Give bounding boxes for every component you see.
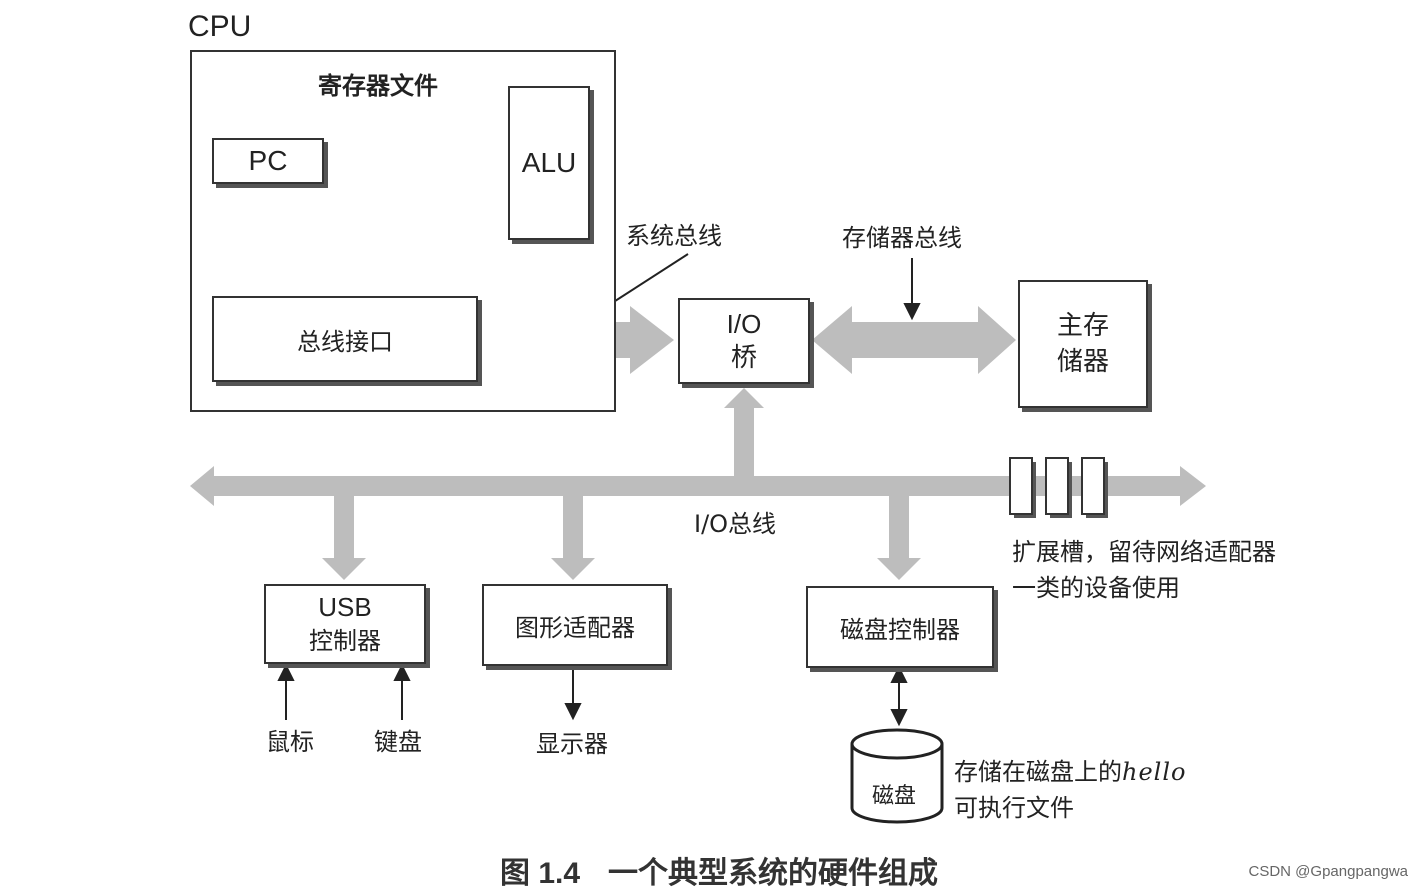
usb-controller-box: USB 控制器 <box>264 584 426 664</box>
io-bus-line <box>190 466 1206 506</box>
io-bridge-line1: I/O <box>726 309 762 339</box>
keyboard-label: 键盘 <box>374 728 422 756</box>
figure-number: 图 1.4 <box>500 857 581 890</box>
memory-bus-arrow <box>812 306 1016 374</box>
io-bridge-line2: 桥 <box>730 343 757 373</box>
expansion-note: 扩展槽，留待网络适配器 一类的设备使用 <box>1012 534 1276 606</box>
expansion-slots <box>1009 457 1108 518</box>
hello-note-line1: 存储在磁盘上的hello <box>954 754 1186 790</box>
graphics-adapter-label: 图形适配器 <box>515 613 635 642</box>
disk-controller-label: 磁盘控制器 <box>840 615 960 644</box>
disk-drop-arrow <box>877 496 921 580</box>
expansion-note-line2: 一类的设备使用 <box>1012 574 1180 602</box>
hello-note-line2: 可执行文件 <box>954 794 1074 822</box>
mouse-label: 鼠标 <box>266 728 314 756</box>
cpu-title: CPU <box>188 10 252 43</box>
hello-filename: hello <box>1122 758 1187 786</box>
register-file-label: 寄存器文件 <box>318 72 438 100</box>
io-bus-label: I/O总线 <box>694 510 777 538</box>
main-memory-line2: 储器 <box>1056 347 1109 377</box>
disk-label: 磁盘 <box>872 784 917 809</box>
usb-drop-arrow <box>322 496 366 580</box>
graphics-drop-arrow <box>551 496 595 580</box>
pc-label: PC <box>248 145 288 176</box>
figure-title: 一个典型系统的硬件组成 <box>608 856 939 891</box>
display-label: 显示器 <box>536 730 608 758</box>
expansion-note-line1: 扩展槽，留待网络适配器 <box>1012 538 1276 566</box>
usb-line2: 控制器 <box>309 627 381 655</box>
bus-interface-label: 总线接口 <box>297 327 393 356</box>
system-bus-label: 系统总线 <box>626 222 722 250</box>
usb-line1: USB <box>318 592 372 622</box>
alu-box: ALU <box>508 86 590 240</box>
main-memory-box: 主存 储器 <box>1018 280 1148 408</box>
main-memory-line1: 主存 <box>1056 311 1109 341</box>
pc-box: PC <box>212 138 324 184</box>
bus-interface-box: 总线接口 <box>212 296 478 382</box>
hello-note: 存储在磁盘上的hello 可执行文件 <box>954 754 1186 826</box>
disk-controller-box: 磁盘控制器 <box>806 586 994 668</box>
figure-caption: 图 1.4 一个典型系统的硬件组成 <box>500 848 966 892</box>
hello-note-prefix: 存储在磁盘上的 <box>954 758 1122 786</box>
io-bridge-bus-arrow <box>724 388 764 476</box>
watermark: CSDN @Gpangpangwa <box>1248 863 1408 880</box>
disk-cylinder <box>850 728 944 824</box>
io-bridge-box: I/O 桥 <box>678 298 810 384</box>
graphics-adapter-box: 图形适配器 <box>482 584 668 666</box>
memory-bus-label: 存储器总线 <box>842 224 962 252</box>
alu-label: ALU <box>521 147 577 178</box>
